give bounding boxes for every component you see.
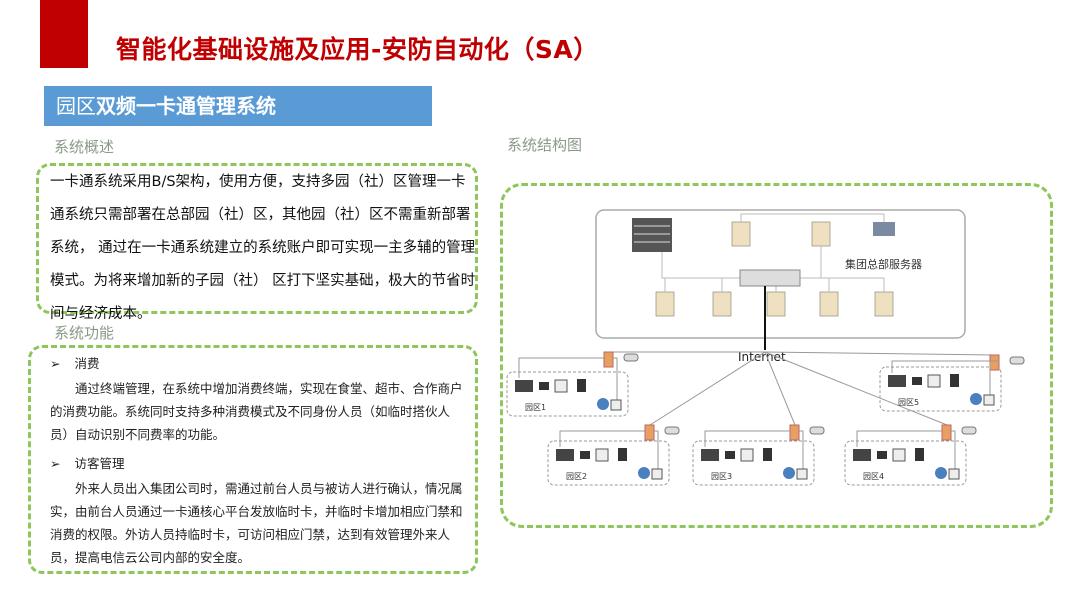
park-site: 园区1 [506,351,765,417]
router-icon [961,426,977,435]
hq-server-label: 集团总部服务器 [845,257,922,271]
card-reader-icon [577,379,586,392]
router-icon [623,353,639,362]
camera-icon [580,451,590,459]
park-label: 园区3 [711,472,732,481]
park-label: 园区4 [863,472,884,481]
function-title: 消费 [74,356,100,371]
internet-label: Internet [738,350,786,364]
card-reader-icon [915,448,924,461]
section-title-main: 双频一卡通管理系统 [96,94,276,118]
user-icon [783,467,795,479]
server-icon [874,291,894,317]
router-icon [1009,356,1025,365]
page-title: 智能化基础设施及应用-安防自动化（SA） [116,35,599,64]
firewall-icon [789,424,800,441]
park-label: 园区5 [898,398,919,407]
computer-icon [740,448,754,462]
computer-icon [796,468,808,480]
functions-box [28,345,478,574]
park-site: 园区5 [764,351,1025,412]
overview-box [36,163,478,314]
card-terminal-icon [701,449,719,461]
card-terminal-icon [853,449,871,461]
park-sites: 园区1 园区2 园区3 园区4 园区5 [506,351,1025,486]
park-label: 园区2 [566,472,587,481]
computer-icon [595,448,609,462]
computer-icon [927,374,941,388]
card-terminal-icon [888,375,906,387]
network-switch-icon [739,269,801,287]
router-icon [873,222,895,236]
bullet-arrow-icon: ➢ [50,456,61,471]
server-icon [811,221,831,247]
computer-icon [948,468,960,480]
firewall-icon [989,354,1000,371]
card-reader-icon [950,374,959,387]
camera-icon [912,377,922,385]
server-icon [655,291,675,317]
function-text: 通过终端管理，在系统中增加消费终端，实现在食堂、超市、合作商户的消费功能。系统同… [50,381,463,442]
header-accent-block [40,0,88,68]
functions-label: 系统功能 [54,322,115,343]
computer-icon [554,379,568,393]
server-icon [819,291,839,317]
router-icon [809,426,825,435]
overview-text: 一卡通系统采用B/S架构，使用方便，支持多园（社）区管理一卡通系统只需部署在总部… [50,174,476,322]
server-rack-icon [632,218,672,252]
park-site: 园区4 [764,351,977,486]
camera-icon [539,382,549,390]
firewall-icon [603,351,614,368]
diagram-label: 系统结构图 [507,136,583,154]
section-title-bar: 园区双频一卡通管理系统 [44,86,432,126]
camera-icon [877,451,887,459]
computer-icon [983,394,995,406]
user-icon [970,393,982,405]
function-text: 外来人员出入集团公司时，需通过前台人员与被访人进行确认，情况属实，由前台人员通过… [50,481,463,565]
bullet-arrow-icon: ➢ [50,356,61,371]
camera-icon [725,451,735,459]
computer-icon [610,399,622,411]
server-icon [766,291,786,317]
user-icon [638,467,650,479]
firewall-icon [644,424,655,441]
user-icon [597,398,609,410]
computer-icon [651,468,663,480]
section-title-prefix: 园区 [56,94,96,118]
card-terminal-icon [556,449,574,461]
server-icon [731,221,751,247]
overview-label: 系统概述 [54,138,115,156]
card-reader-icon [618,448,627,461]
hq-server-group: 集团总部服务器 [595,209,966,339]
diagram-box [500,183,1053,528]
park-label: 园区1 [525,403,546,412]
server-icon [712,291,732,317]
computer-icon [892,448,906,462]
card-reader-icon [763,448,772,461]
firewall-icon [941,424,952,441]
function-title: 访客管理 [74,456,125,471]
card-terminal-icon [515,380,533,392]
router-icon [664,426,680,435]
park-site: 园区2 [547,351,766,486]
functions-content: ➢ 消费 通过终端管理，在系统中增加消费终端，实现在食堂、超市、合作商户的消费功能… [50,352,468,569]
function-item-visitor: ➢ 访客管理 外来人员出入集团公司时，需通过前台人员与被访人进行确认，情况属实，由… [50,452,468,569]
user-icon [935,467,947,479]
park-site: 园区3 [692,351,825,486]
function-item-consume: ➢ 消费 通过终端管理，在系统中增加消费终端，实现在食堂、超市、合作商户的消费功能… [50,352,468,446]
